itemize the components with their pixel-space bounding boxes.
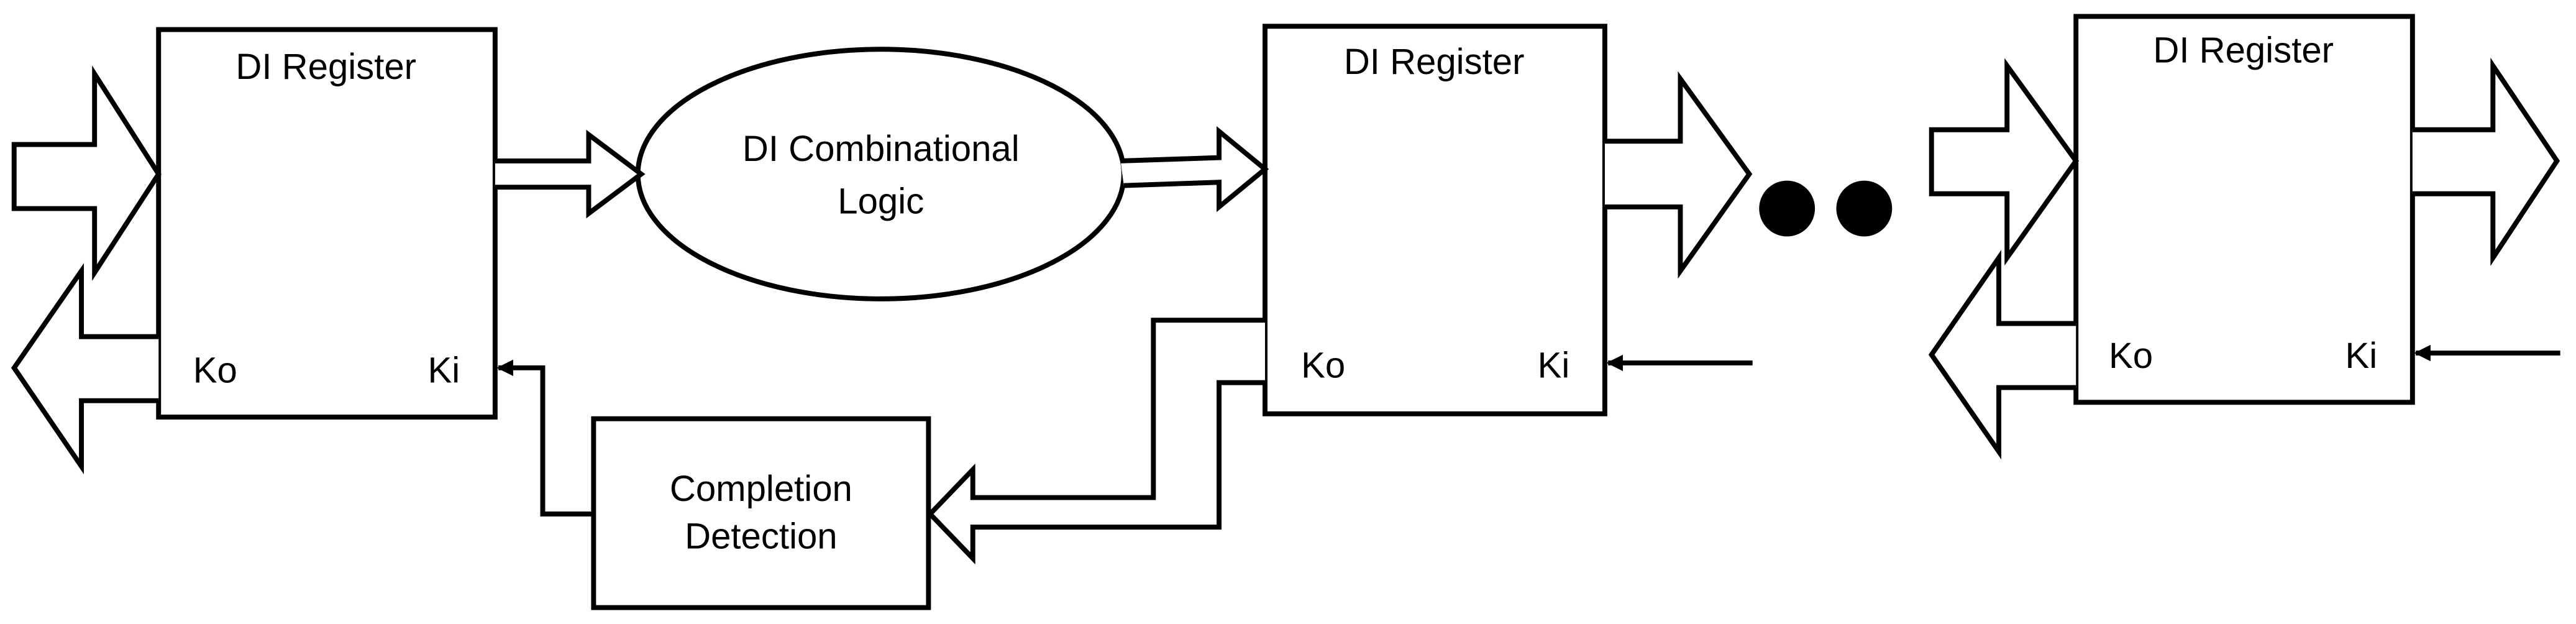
register-2-to-completion-arrow — [926, 318, 1266, 565]
register-1-to-logic-arrow — [495, 129, 646, 219]
completion-to-register-1-ki-line — [496, 359, 594, 516]
register-1-data-in-arrow — [11, 65, 162, 281]
register-2-data-out-arrow — [1604, 71, 1753, 279]
completion-detection-label-line1: Completion — [670, 469, 852, 509]
combinational-logic-ellipse — [635, 47, 1126, 301]
ellipsis-dot-2 — [1836, 180, 1893, 237]
register-3-box — [2073, 14, 2415, 405]
register-1-ko-label: Ko — [193, 351, 237, 391]
completion-detection-box — [591, 416, 931, 610]
register-1-box — [156, 27, 498, 420]
register-1-title: DI Register — [235, 47, 416, 87]
combinational-logic-label-line2: Logic — [838, 181, 924, 221]
register-1-ko-out-arrow — [11, 263, 159, 475]
completion-detection-label-line2: Detection — [685, 516, 838, 556]
register-3-data-out-arrow — [2412, 57, 2560, 266]
combinational-logic-label-line1: DI Combinational — [742, 129, 1020, 169]
register-3-ko-out-arrow — [1928, 250, 2076, 460]
register-2-ki-label: Ki — [1538, 346, 1570, 386]
register-3-ki-label: Ki — [2345, 336, 2378, 376]
register-3-data-in-arrow — [1929, 58, 2080, 266]
register-2-box — [1263, 24, 1607, 416]
register-1-ki-label: Ki — [428, 351, 460, 391]
register-2-ko-label: Ko — [1301, 346, 1345, 386]
register-3-title: DI Register — [2153, 30, 2334, 70]
logic-to-register-2-arrow — [1120, 126, 1269, 213]
ellipsis-dot-1 — [1759, 180, 1816, 237]
register-3-ko-label: Ko — [2109, 336, 2153, 376]
register-2-title: DI Register — [1344, 42, 1525, 82]
